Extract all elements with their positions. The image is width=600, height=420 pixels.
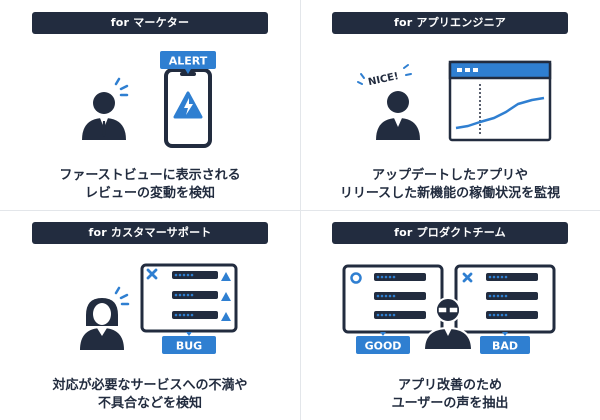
support-illustration: BUG <box>80 263 238 354</box>
bug-badge-text: BUG <box>176 340 202 353</box>
panel-product-team: for プロダクトチーム <box>300 210 600 420</box>
panel-marketer: for マーケター <box>0 0 300 210</box>
sparkle-marks-icon <box>357 64 412 85</box>
marketer-illustration: ALERT <box>82 51 216 148</box>
audience-label: for アプリエンジニア <box>332 12 568 34</box>
caption-line-2: レビューの変動を検知 <box>84 186 215 201</box>
notice-marks-icon <box>114 286 130 306</box>
person-icon <box>376 91 420 140</box>
engineer-illustration: NICE! <box>357 60 552 142</box>
panel-caption: 対応が必要なサービスへの不満や 不具合などを検知 <box>0 377 300 413</box>
caption-line-1: ファーストビューに表示される <box>59 168 241 183</box>
bad-review-card-icon <box>454 264 556 334</box>
alert-badge-text: ALERT <box>169 55 208 68</box>
bad-badge-text: BAD <box>492 340 518 353</box>
notice-marks-icon <box>114 77 129 97</box>
caption-line-2: ユーザーの声を抽出 <box>391 396 509 411</box>
alert-badge: ALERT <box>160 51 216 74</box>
caption-line-1: 対応が必要なサービスへの不満や <box>52 378 248 393</box>
audience-label: for マーケター <box>32 12 268 34</box>
person-icon <box>82 92 126 140</box>
dashboard-window-icon <box>448 60 552 142</box>
caption-line-1: アプリ改善のため <box>397 378 502 393</box>
bug-badge: BUG <box>162 332 216 354</box>
panel-caption: アプリ改善のため ユーザーの声を抽出 <box>300 377 600 413</box>
caption-line-1: アップデートしたアプリや <box>371 168 528 183</box>
phone-icon <box>164 68 212 148</box>
nice-badge-text: NICE! <box>367 71 399 88</box>
product-illustration: GOOD BAD <box>342 264 556 354</box>
panel-app-engineer: for アプリエンジニア NICE! <box>300 0 600 210</box>
audience-label: for プロダクトチーム <box>332 222 568 244</box>
panel-caption: アップデートしたアプリや リリースした新機能の稼働状況を監視 <box>300 167 600 203</box>
warning-icon <box>221 272 231 321</box>
bad-badge: BAD <box>480 332 530 354</box>
good-badge-text: GOOD <box>365 340 402 353</box>
person-female-icon <box>80 298 124 350</box>
panel-caption: ファーストビューに表示される レビューの変動を検知 <box>0 167 300 203</box>
horizontal-divider <box>0 210 600 211</box>
good-badge: GOOD <box>356 332 410 354</box>
caption-line-2: リリースした新機能の稼働状況を監視 <box>339 186 561 201</box>
person-glasses-icon <box>422 297 474 351</box>
caption-line-2: 不具合などを検知 <box>97 396 202 411</box>
audience-label: for カスタマーサポート <box>32 222 268 244</box>
good-review-card-icon <box>342 264 444 334</box>
issue-list-icon <box>140 263 238 333</box>
panel-customer-support: for カスタマーサポート <box>0 210 300 420</box>
